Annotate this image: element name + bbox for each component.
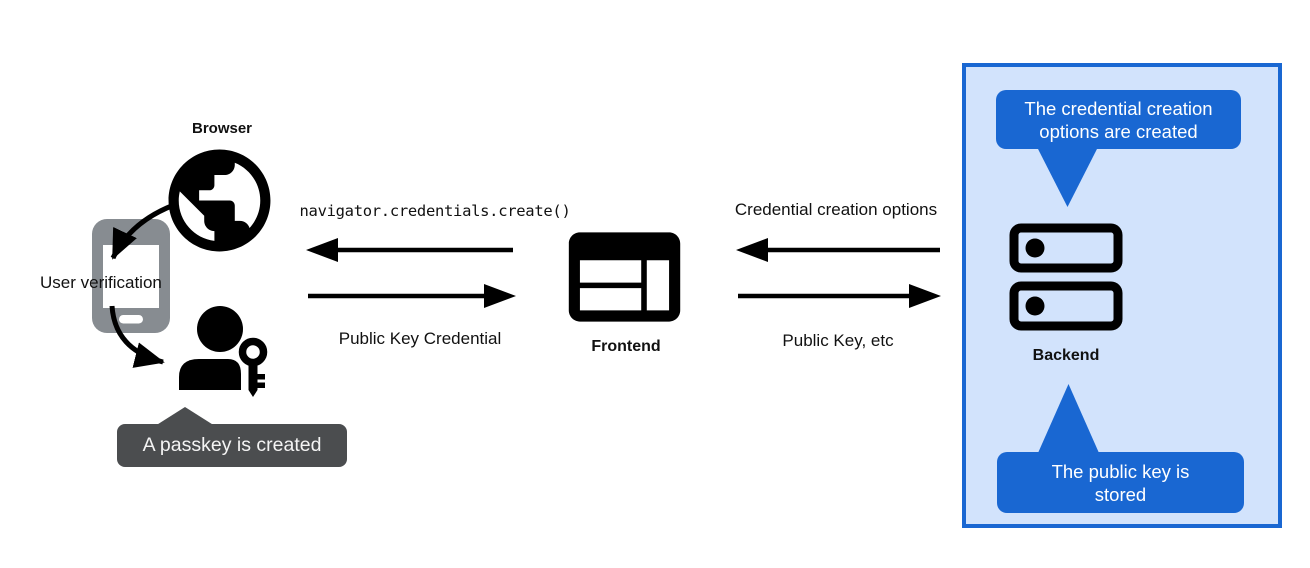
create-call-label: navigator.credentials.create() — [299, 202, 571, 220]
frontend-label: Frontend — [591, 338, 661, 355]
storage-callout: The public key is stored — [997, 452, 1244, 513]
browser-window-icon — [568, 232, 681, 322]
credential-creation-options-label: Credential creation options — [734, 200, 938, 219]
public-key-etc-label: Public Key, etc — [782, 331, 894, 350]
arrow-frontend-to-browser — [306, 238, 513, 262]
arrow-browser-to-frontend — [308, 284, 516, 308]
globe-icon — [168, 149, 271, 252]
public-key-credential-label: Public Key Credential — [338, 329, 502, 348]
storage-callout-line1: The public key is — [1051, 460, 1190, 482]
creation-callout-line2: options are created — [1039, 120, 1198, 142]
creation-callout-line1: The credential creation — [1024, 97, 1213, 119]
passkey-user-icon — [179, 306, 268, 397]
browser-label: Browser — [191, 120, 253, 137]
storage-callout-line2: stored — [1094, 483, 1147, 505]
arrow-frontend-to-backend — [738, 284, 941, 308]
user-verification-label: User verification — [40, 273, 162, 292]
arrow-backend-to-frontend — [736, 238, 940, 262]
backend-label: Backend — [1032, 347, 1100, 364]
passkey-callout: A passkey is created — [117, 424, 347, 467]
passkey-callout-text: A passkey is created — [142, 434, 322, 456]
server-icon — [1009, 223, 1123, 331]
creation-callout: The credential creation options are crea… — [996, 90, 1241, 149]
